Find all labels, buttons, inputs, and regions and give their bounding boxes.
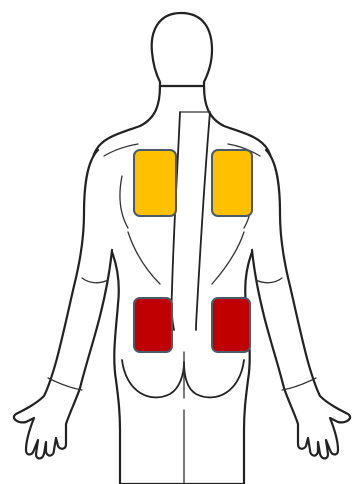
torso (91, 86, 272, 484)
head (152, 13, 212, 96)
body-outline (14, 13, 350, 484)
left-arm (14, 150, 112, 459)
lower-left-pad (134, 298, 172, 352)
lower-right-pad (212, 298, 250, 352)
upper-right-pad (212, 150, 252, 216)
upper-left-pad (134, 150, 176, 216)
right-arm (252, 150, 350, 459)
